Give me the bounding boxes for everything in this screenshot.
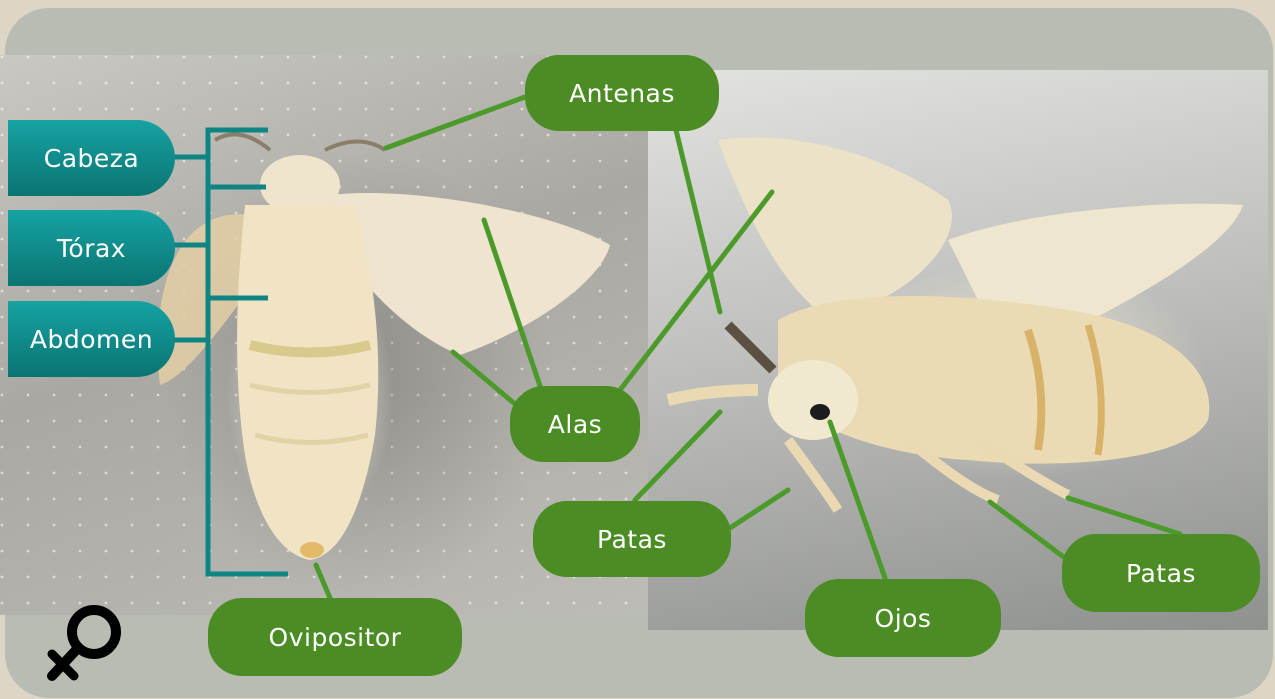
label-alas: Alas bbox=[510, 386, 640, 462]
line-alas-top bbox=[484, 220, 540, 386]
body-bracket bbox=[160, 130, 288, 574]
label-torax: Tórax bbox=[8, 210, 175, 286]
label-ovipositor: Ovipositor bbox=[208, 598, 462, 676]
line-patas-right-a bbox=[990, 502, 1065, 558]
label-ojos: Ojos bbox=[805, 579, 1001, 657]
female-symbol-icon bbox=[40, 596, 130, 686]
label-patas-right: Patas bbox=[1062, 534, 1260, 612]
line-ojos bbox=[830, 422, 885, 578]
line-patas-upper bbox=[635, 412, 720, 500]
label-patas-left: Patas bbox=[533, 501, 731, 577]
line-alas-right bbox=[617, 192, 772, 394]
label-cabeza: Cabeza bbox=[8, 120, 175, 196]
line-patas-lower bbox=[730, 490, 788, 528]
label-abdomen: Abdomen bbox=[8, 301, 175, 377]
line-patas-right-b bbox=[1068, 498, 1180, 534]
line-alas-left bbox=[453, 352, 515, 404]
line-ovipositor bbox=[316, 565, 330, 598]
label-antenas: Antenas bbox=[525, 55, 719, 131]
line-antenas-left bbox=[386, 97, 525, 148]
